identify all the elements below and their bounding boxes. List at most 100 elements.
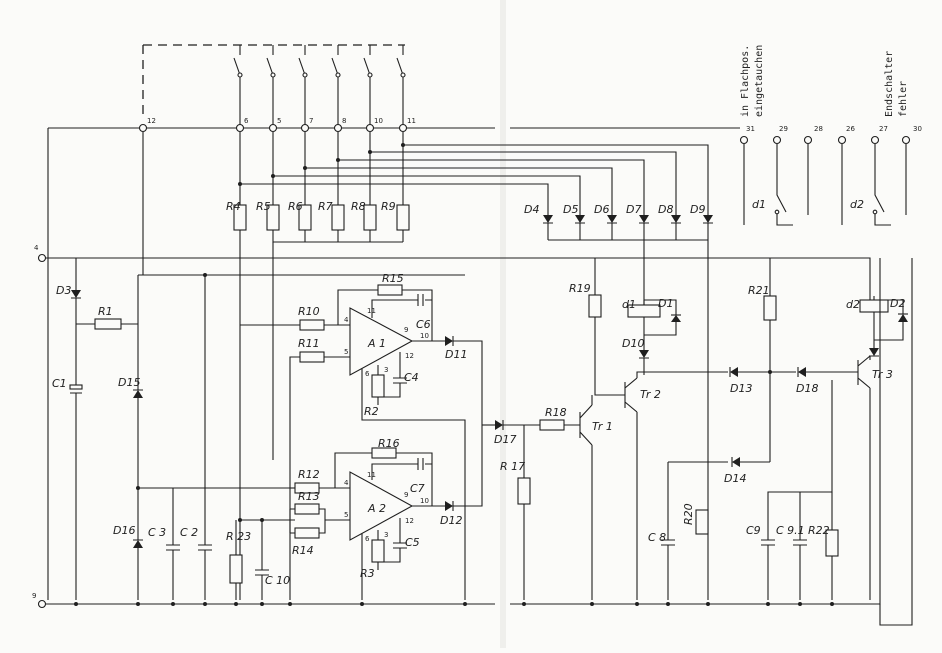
relay-coil-d2 (859, 299, 889, 313)
label-r15: R15 (382, 272, 404, 285)
label-d14: D14 (724, 472, 746, 485)
label-a2: A 2 (367, 502, 386, 515)
terminal-26-label: 26 (846, 125, 855, 133)
pin-a1-3: 3 (384, 366, 388, 374)
label-c6: C6 (416, 318, 431, 331)
terminal-12 (138, 123, 148, 133)
terminal-11-label: 11 (407, 117, 416, 125)
diode-row: D4 D5 D6 D7 D8 D9 (524, 203, 713, 305)
label-r22: R22 (808, 524, 830, 537)
label-c10: C 10 (265, 574, 290, 587)
label-r2: R2 (364, 405, 379, 418)
terminal-11 (398, 123, 408, 133)
label-r17: R 17 (500, 460, 525, 473)
label-r19: R19 (569, 282, 591, 295)
resistor-r14 (294, 527, 320, 539)
relay-d1-stage: R19 Tr 2 d1 D1 D10 D13 (569, 258, 770, 600)
label-r3: R3 (360, 567, 375, 580)
label-r9: R9 (381, 200, 396, 213)
label-c4: C4 (404, 371, 419, 384)
label-c9: C9 (746, 524, 761, 537)
label-r12: R12 (298, 468, 320, 481)
label-r18: R18 (545, 406, 567, 419)
label-d2: D2 (890, 297, 905, 310)
label-d5: D5 (563, 203, 578, 216)
resistor-r23 (229, 554, 243, 584)
resistor-r3 (371, 539, 385, 563)
resistor-r20 (695, 509, 709, 535)
terminal-28-label: 28 (814, 125, 823, 133)
terminal-5-label: 5 (277, 117, 281, 125)
label-d1-contact: d1 (752, 198, 766, 211)
opamp-a2-body (349, 471, 414, 541)
terminal-27-label: 27 (879, 125, 888, 133)
resistor-r17 (517, 477, 531, 505)
terminal-10-label: 10 (374, 117, 383, 125)
pin-a2-3: 3 (384, 531, 388, 539)
label-d10: D10 (622, 337, 644, 350)
label-d18: D18 (796, 382, 818, 395)
pin-a2-10: 10 (420, 497, 429, 505)
terminal-9-label: 9 (32, 592, 36, 600)
pin-a2-5: 5 (344, 511, 348, 519)
terminal-row: 12 6 5 7 8 10 11 (138, 117, 416, 133)
label-r8: R8 (351, 200, 366, 213)
label-a1: A 1 (367, 337, 386, 350)
label-r6: R6 (288, 200, 303, 213)
driver-stage: D17 R18 Tr 1 R 17 (482, 404, 613, 600)
label-d6: D6 (594, 203, 609, 216)
pin-a1-4: 4 (344, 316, 349, 324)
label-tr2: Tr 2 (640, 388, 661, 401)
label-d4: D4 (524, 203, 539, 216)
relay-contact-block: 31 29 28 26 27 30 d1 d2 in Flachpos. ein… (739, 45, 922, 226)
terminal-6 (235, 123, 245, 133)
label-d1: D1 (658, 297, 673, 310)
ground-rail: 9 (32, 258, 913, 626)
switch-bank (142, 44, 406, 125)
label-d11: D11 (445, 348, 467, 361)
terminal-12-label: 12 (147, 117, 156, 125)
resistor-r19 (588, 294, 602, 318)
relay-d2-stage: R21 D18 Tr 3 d2 D2 C9 C 9.1 R22 (746, 258, 908, 600)
pin-a2-6: 6 (365, 535, 370, 543)
label-d9: D9 (690, 203, 705, 216)
terminal-10 (365, 123, 375, 133)
label-r20: R20 (682, 503, 695, 525)
resistor-r13 (294, 503, 320, 515)
resistor-r18 (539, 419, 565, 431)
terminal-31-label: 31 (746, 125, 755, 133)
label-c1: C1 (52, 377, 67, 390)
label-r11: R11 (298, 337, 320, 350)
pin-a1-10: 10 (420, 332, 429, 340)
terminal-7 (300, 123, 310, 133)
resistor-r21 (763, 295, 777, 321)
opamp-a1: A 1 R10 R15 C6 R11 D11 C4 R2 11 9 4 5 10… (240, 272, 483, 600)
resistor-bank: R4 R5 R6 R7 R8 R9 (226, 132, 410, 600)
diode-tap-lines (238, 143, 709, 215)
pin-a1-9: 9 (404, 326, 408, 334)
terminal-5 (268, 123, 278, 133)
label-r14: R14 (292, 544, 314, 557)
label-d8: D8 (658, 203, 673, 216)
terminal-30-label: 30 (913, 125, 922, 133)
label-d17: D17 (494, 433, 516, 446)
pin-a2-9: 9 (404, 491, 408, 499)
resistor-r8 (363, 204, 377, 231)
label-d13: D13 (730, 382, 752, 395)
pin-a1-12: 12 (405, 352, 414, 360)
label-r23: R 23 (226, 530, 251, 543)
terminal-29-label: 29 (779, 125, 788, 133)
label-c2: C 2 (180, 526, 198, 539)
label-d12: D12 (440, 514, 462, 527)
label-d16: D16 (113, 524, 135, 537)
reference-rail: D15 D16 C 3 C 2 (113, 132, 465, 600)
label-r10: R10 (298, 305, 320, 318)
label-r7: R7 (318, 200, 333, 213)
label-d7: D7 (626, 203, 641, 216)
label-c3: C 3 (148, 526, 166, 539)
terminal-6-label: 6 (244, 117, 249, 125)
pin-a2-11: 11 (367, 471, 376, 479)
note-immersed: eingetauchen (754, 45, 765, 117)
